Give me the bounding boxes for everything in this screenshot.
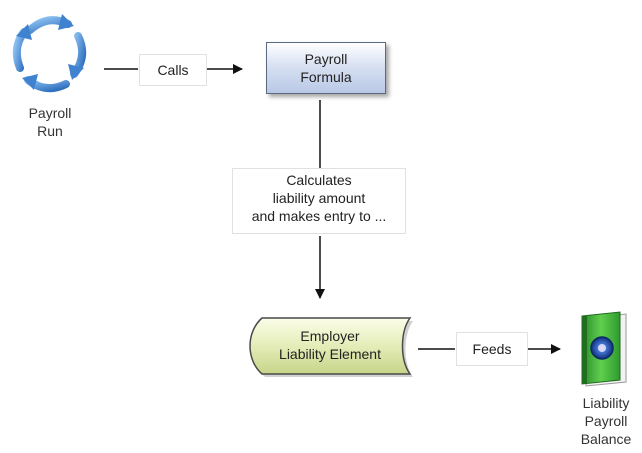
calls-edge-label: Calls	[139, 54, 207, 86]
calculates-line1: Calculates	[286, 172, 352, 188]
liability-balance-line3: Balance	[580, 431, 632, 447]
liability-balance-line1: Liability	[582, 395, 630, 411]
employer-liability-element-node: Employer Liability Element	[252, 322, 408, 368]
employer-liability-line1: Employer	[300, 328, 360, 344]
employer-liability-line2: Liability Element	[279, 346, 381, 362]
payroll-formula-line2: Formula	[300, 69, 352, 85]
feeds-label-text: Feeds	[472, 341, 512, 357]
payroll-formula-line1: Payroll	[304, 51, 348, 67]
calculates-line2: liability amount	[272, 190, 366, 206]
book-icon	[581, 311, 627, 387]
calls-label-text: Calls	[157, 62, 189, 78]
payroll-run-label: Payroll Run	[12, 104, 88, 140]
calculates-edge-label: Calculates liability amount and makes en…	[232, 168, 406, 234]
feeds-edge-label: Feeds	[456, 332, 528, 366]
cycle-arrows-icon	[12, 14, 87, 93]
payroll-run-line1: Payroll	[28, 105, 72, 121]
payroll-formula-node: Payroll Formula	[266, 42, 386, 94]
payroll-run-line2: Run	[37, 123, 63, 139]
liability-payroll-balance-label: Liability Payroll Balance	[570, 394, 642, 448]
liability-balance-line2: Payroll	[584, 413, 628, 429]
calculates-line3: and makes entry to ...	[251, 208, 387, 224]
employer-liability-element-shape	[249, 317, 413, 377]
